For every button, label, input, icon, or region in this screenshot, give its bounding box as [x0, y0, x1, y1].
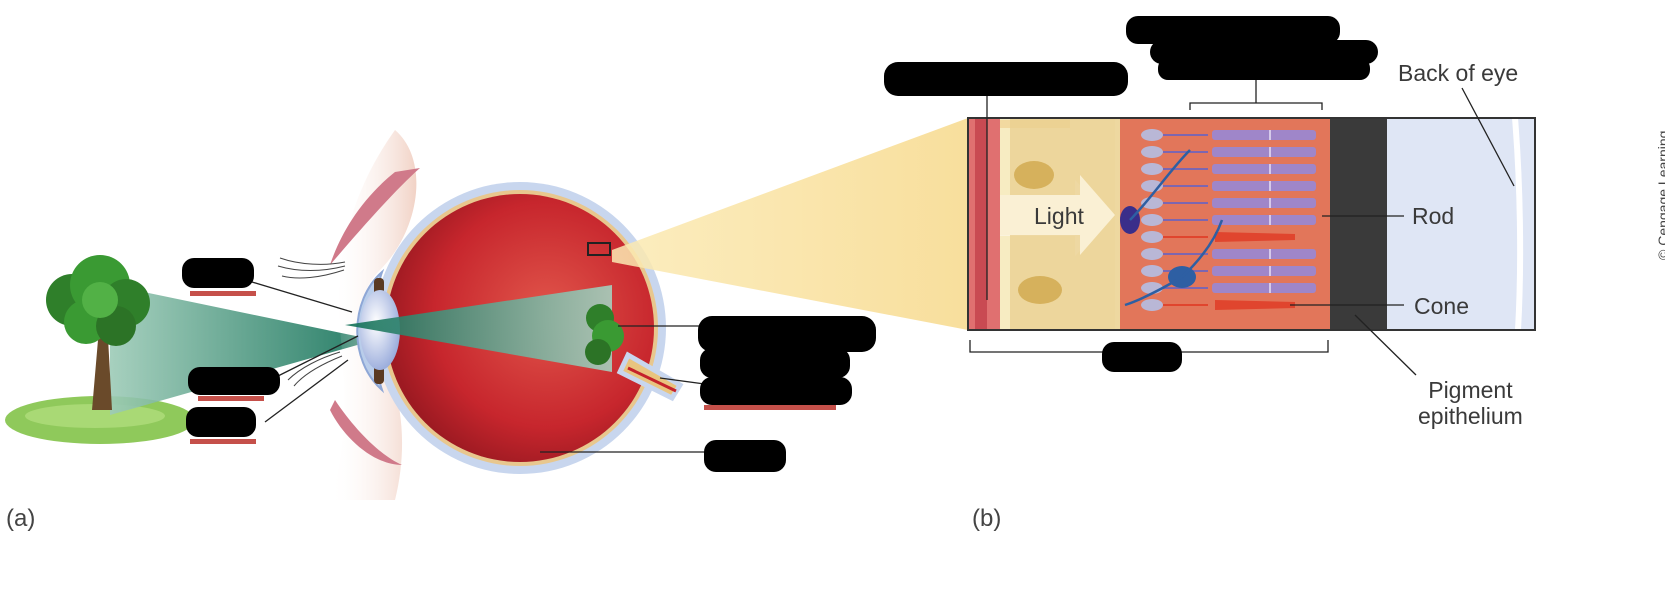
pigment-epithelium-label: Pigment epithelium: [1418, 377, 1523, 430]
lower-eyelid: [330, 400, 402, 465]
back-band: [1387, 118, 1535, 330]
cell-body: [1141, 248, 1163, 260]
cell-body: [1141, 146, 1163, 158]
cone-label: Cone: [1414, 293, 1469, 319]
tree-icon: [46, 255, 150, 410]
photoreceptors: [1141, 129, 1316, 311]
rod-segment: [1212, 266, 1316, 276]
cell-body: [1141, 299, 1163, 311]
rod-label: Rod: [1412, 203, 1455, 229]
cell-body: [1141, 265, 1163, 277]
cell-body: [1141, 163, 1163, 175]
label-underlines-a: [190, 291, 836, 444]
cone-segment: [1215, 232, 1295, 242]
copyright-credit: © Cengage Learning: [1655, 130, 1665, 260]
zoom-box: [587, 242, 611, 256]
optic-vessel: [627, 366, 677, 393]
incoming-light-beam: [110, 285, 375, 415]
eyelashes: [277, 257, 346, 387]
cell-body: [1141, 214, 1163, 226]
bipolar-cells: [1120, 149, 1224, 307]
rod-segment: [1212, 164, 1316, 174]
back-of-eye-label: Back of eye: [1398, 60, 1519, 86]
rod-segment: [1212, 215, 1316, 225]
cell-body: [1141, 231, 1163, 243]
rod-segment: [1212, 283, 1316, 293]
rod-segment: [1212, 198, 1316, 208]
rod-segment: [1212, 181, 1316, 191]
cell-body: [1141, 129, 1163, 141]
panel-a-label: (a): [6, 505, 36, 532]
redacted-labels-b: [884, 16, 1378, 372]
panel-b-label: (b): [972, 505, 1002, 532]
zoom-wedge: [612, 118, 968, 330]
rod-segment: [1212, 249, 1316, 259]
rod-segment: [1212, 130, 1316, 140]
rod-segment: [1212, 147, 1316, 157]
light-label: Light: [1034, 203, 1084, 229]
internal-light-beam: [345, 285, 612, 372]
retinal-image-icon: [585, 304, 624, 365]
cone-segment: [1215, 300, 1295, 310]
grass-highlight: [25, 404, 165, 428]
redacted-labels-a: [182, 258, 876, 472]
pigment-band: [1330, 118, 1387, 330]
